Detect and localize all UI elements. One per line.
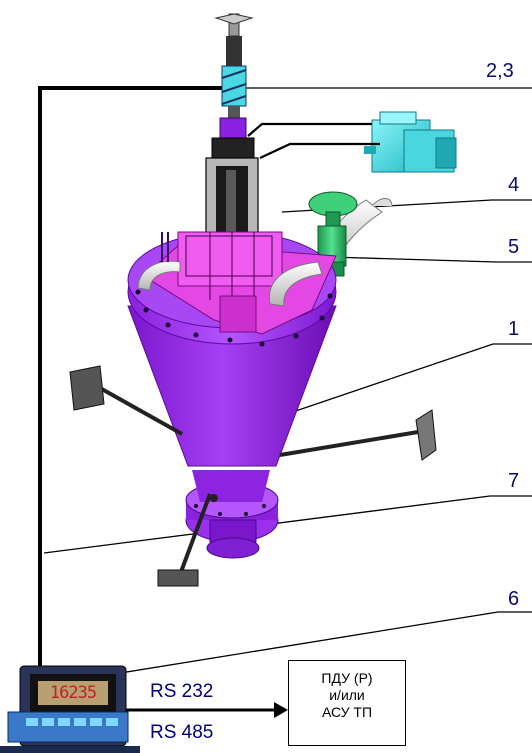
bottom-flange: [185, 470, 279, 559]
support-legs: [69, 365, 437, 587]
label-1: 1: [508, 318, 520, 340]
drive-cylinder: [205, 117, 259, 251]
motor-drive: [364, 111, 457, 173]
label-7: 7: [508, 470, 520, 492]
meter-display: 16235: [38, 681, 108, 705]
rs232-label: RS 232: [150, 681, 214, 702]
rs485-label: RS 485: [150, 722, 214, 743]
control-box-line3: АСУ ТП: [321, 704, 373, 720]
motor-links: [247, 122, 380, 159]
sensor-cable: [38, 86, 232, 680]
vessel-body: [127, 231, 337, 467]
control-box-line2: и/или: [329, 687, 365, 703]
meter-keys: [26, 718, 118, 726]
control-system-box: ПДУ (Р) и/или АСУ ТП: [288, 660, 406, 746]
leader-5: [329, 256, 532, 263]
label-6: 6: [508, 588, 520, 610]
label-4: 4: [508, 174, 520, 196]
control-box-line1: ПДУ (Р): [321, 670, 373, 686]
shaft-sensor: [214, 13, 254, 118]
label-2-3: 2,3: [486, 60, 514, 82]
leader-1: [274, 343, 532, 419]
lid-bolts: [135, 289, 333, 347]
leader-6: [107, 611, 532, 676]
label-5: 5: [508, 236, 520, 258]
interface-arrow: [126, 702, 288, 718]
valve-assembly: [308, 191, 393, 277]
meter-device: [0, 665, 140, 753]
leader-7: [43, 495, 532, 554]
